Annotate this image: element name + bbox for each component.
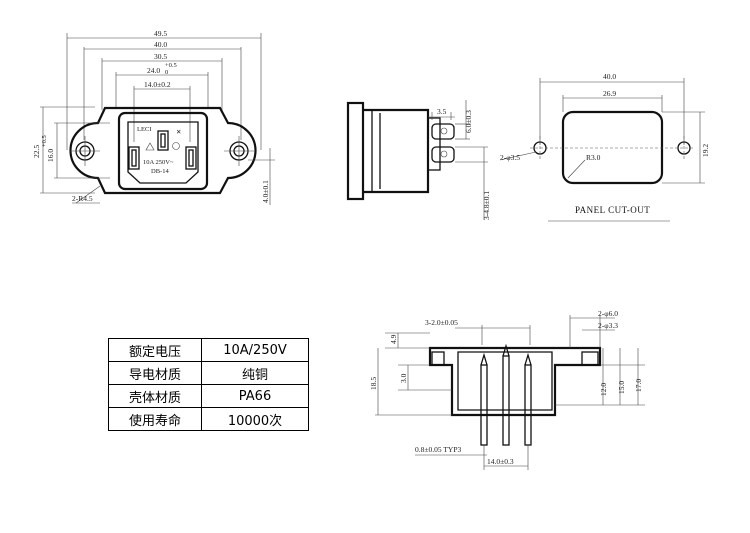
spec-label: 使用寿命 (108, 407, 202, 431)
dim-14-0: 14.0±0.2 (144, 80, 171, 89)
dim-hole: 2-φ3.5 (500, 153, 520, 162)
dim-pin-thick: 0.8±0.05 TYP3 (415, 445, 462, 454)
table-row: 导电材质 纯铜 (108, 361, 309, 385)
spec-value: 10000次 (201, 407, 309, 431)
dim-left-1: 4.9 (389, 334, 398, 344)
dim-4-0: 4.0±0.1 (261, 180, 270, 203)
front-view: 49.5 40.0 30.5 24.0 +0.5 0 14.0±0.2 LECI (32, 29, 275, 205)
dim-holes: 3-2.0±0.05 (425, 318, 458, 327)
marking-rating: 10A 250V~ (143, 159, 174, 166)
tol-24-lower: 0 (165, 69, 168, 76)
spec-table: 额定电压 10A/250V 导电材质 纯铜 壳体材质 PA66 使用寿命 100… (108, 338, 309, 431)
spec-value: 纯铜 (201, 361, 309, 385)
dim-22-5: 22.5 (32, 145, 41, 158)
dim-right-2: 2-φ3.3 (598, 321, 618, 330)
spec-value: 10A/250V (201, 338, 309, 362)
dim-24-0: 24.0 (147, 66, 160, 75)
spec-label: 壳体材质 (108, 384, 202, 408)
table-row: 使用寿命 10000次 (108, 407, 309, 431)
bottom-view: 3-2.0±0.05 2-φ6.0 2-φ3.3 4.9 3.0 18.5 12… (369, 309, 645, 470)
dim-16-0: 16.0 (46, 149, 55, 162)
dim-left-2: 3.0 (399, 373, 408, 383)
spec-label: 导电材质 (108, 361, 202, 385)
marking-model: DB-14 (151, 168, 169, 175)
dim-right-1: 2-φ6.0 (598, 309, 618, 318)
dim-6-0: 6.0±0.3 (464, 110, 473, 133)
dim-30-5: 30.5 (154, 52, 167, 61)
dim-40-0: 40.0 (154, 40, 167, 49)
dim-pin-pitch: 14.0±0.3 (487, 457, 514, 466)
dim-v3: 17.0 (634, 379, 643, 392)
tol-16: +0.5 (41, 135, 48, 147)
dim-pin: 3-4.8±0.1 (482, 191, 491, 220)
dim-3-5: 3.5 (437, 107, 447, 116)
table-row: 额定电压 10A/250V (108, 338, 309, 362)
dim-v2: 15.0 (617, 381, 626, 394)
dim-radius: 2-R4.5 (72, 194, 93, 203)
dim-cut-19-2: 19.2 (701, 144, 710, 157)
dim-left-3: 18.5 (369, 377, 378, 390)
side-view: 3.5 6.0±0.3 3-4.8±0.1 (346, 100, 491, 220)
tol-24-upper: +0.5 (165, 62, 177, 69)
marking-brand: LECI (137, 126, 151, 133)
marking-x: ✕ (176, 129, 181, 136)
dim-corner: R3.0 (586, 153, 601, 162)
dim-cut-26-9: 26.9 (603, 89, 616, 98)
spec-label: 额定电压 (108, 338, 202, 362)
dim-49-5: 49.5 (154, 29, 167, 38)
dim-v1: 12.0 (599, 383, 608, 396)
panel-cutout-view: 40.0 26.9 19.2 2-φ3.5 R3.0 PANEL CUT-OUT (499, 72, 710, 222)
spec-value: PA66 (201, 384, 309, 408)
panel-cutout-caption: PANEL CUT-OUT (575, 205, 650, 215)
table-row: 壳体材质 PA66 (108, 384, 309, 408)
dim-cut-40: 40.0 (603, 72, 616, 81)
